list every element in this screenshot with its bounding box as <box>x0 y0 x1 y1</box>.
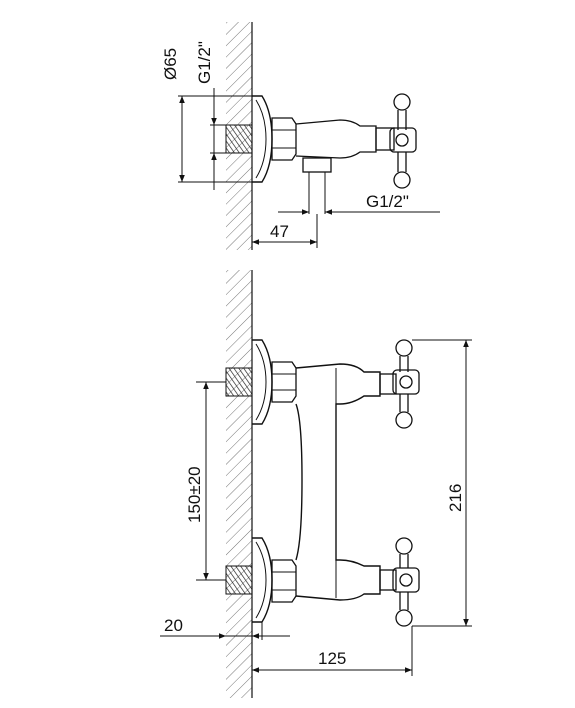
upper-cross-handle <box>392 339 420 429</box>
outlet-nipple-top <box>302 157 332 173</box>
upper-inlet-thread <box>225 367 253 397</box>
inlet-thread-top <box>225 124 253 154</box>
escutcheon-inner-top <box>255 99 267 179</box>
upper-escutcheon <box>252 339 273 425</box>
bonnet-top <box>375 127 395 151</box>
diameter-label: Ø65 <box>161 48 180 80</box>
lower-inlet-thread <box>225 565 253 595</box>
mixer-body-left-edge <box>295 403 303 561</box>
top-view: Ø65 G1/2" G1/2" 47 <box>161 22 440 250</box>
cross-handle-top <box>389 93 417 189</box>
hex-nut-top <box>271 117 297 161</box>
upper-bonnet <box>379 373 397 395</box>
upper-hex-nut <box>271 361 297 403</box>
lower-hex-nut <box>271 559 297 603</box>
lower-bonnet <box>379 569 397 591</box>
outlet-thread-label: G1/2" <box>366 192 409 211</box>
outlet-offset-label: 47 <box>270 222 289 241</box>
escutcheon-inner <box>255 541 267 619</box>
lower-cross-handle <box>392 537 420 627</box>
valve-body-top <box>295 119 377 159</box>
escutcheon-top <box>252 95 273 183</box>
projection-label: 125 <box>318 649 346 668</box>
inlet-thread-label: G1/2" <box>195 41 214 84</box>
mixer-body <box>295 363 381 601</box>
overall-height-label: 216 <box>446 484 465 512</box>
wall-offset-label: 20 <box>164 616 183 635</box>
lower-escutcheon <box>252 537 273 623</box>
escutcheon-inner <box>255 343 267 421</box>
front-view: 150±20 216 20 125 <box>160 270 472 698</box>
inlet-spacing-label: 150±20 <box>185 466 204 523</box>
wall-hatch-front <box>226 270 252 698</box>
